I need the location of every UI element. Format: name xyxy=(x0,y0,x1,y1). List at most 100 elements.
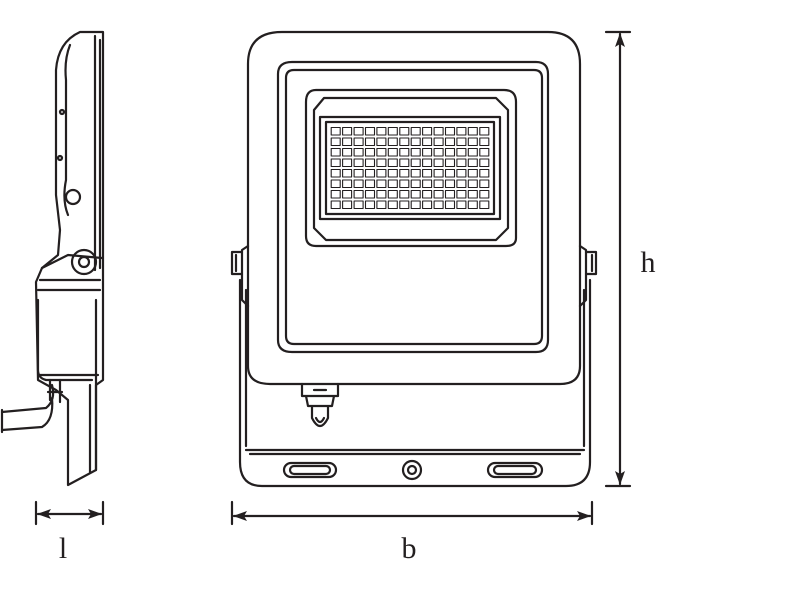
led-chip xyxy=(353,137,364,147)
side-mount-plate xyxy=(88,298,98,474)
led-chip xyxy=(330,158,341,168)
mounting-hole-center xyxy=(401,459,423,481)
led-chip xyxy=(387,147,398,157)
led-chip xyxy=(479,168,490,178)
led-chip xyxy=(479,126,490,136)
led-grid xyxy=(330,126,490,210)
led-chip xyxy=(433,158,444,168)
dimension-l xyxy=(34,500,105,526)
led-chip xyxy=(456,168,467,178)
led-chip xyxy=(422,200,433,210)
led-chip xyxy=(387,158,398,168)
led-chip xyxy=(410,137,421,147)
left-bracket-knob xyxy=(230,250,244,276)
led-chip xyxy=(433,147,444,157)
led-chip xyxy=(422,147,433,157)
led-chip xyxy=(353,126,364,136)
mounting-bracket-inner xyxy=(244,288,586,452)
led-chip xyxy=(364,168,376,178)
led-chip xyxy=(479,158,490,168)
led-chip xyxy=(342,158,353,168)
led-chip xyxy=(342,126,353,136)
led-chip xyxy=(410,200,421,210)
led-chip xyxy=(376,147,387,157)
led-panel-border xyxy=(318,115,502,221)
led-chip xyxy=(342,189,353,199)
led-chip xyxy=(433,126,444,136)
mounting-bracket xyxy=(238,278,592,488)
led-chip xyxy=(410,158,421,168)
dimension-h xyxy=(604,30,632,488)
led-chip xyxy=(387,179,398,189)
side-bracket-arm xyxy=(36,253,104,377)
led-chip xyxy=(342,137,353,147)
led-chip xyxy=(353,189,364,199)
led-chip xyxy=(456,189,467,199)
led-chip xyxy=(353,179,364,189)
led-chip xyxy=(456,179,467,189)
led-chip xyxy=(479,179,490,189)
led-chip xyxy=(399,189,410,199)
led-chip xyxy=(467,147,478,157)
led-chip xyxy=(330,126,341,136)
led-module-bevel xyxy=(312,96,510,242)
led-chip xyxy=(456,137,467,147)
front-inner-frame xyxy=(276,60,550,354)
led-chip xyxy=(444,137,456,147)
dimension-label-l: l xyxy=(59,532,67,565)
dimension-b xyxy=(230,500,594,526)
led-chip xyxy=(353,147,364,157)
led-chip xyxy=(399,126,410,136)
led-chip xyxy=(410,189,421,199)
led-chip xyxy=(422,126,433,136)
front-inner-frame-2 xyxy=(284,68,544,346)
led-chip xyxy=(376,137,387,147)
led-chip xyxy=(444,189,456,199)
cable-gland xyxy=(300,382,340,428)
led-chip xyxy=(467,179,478,189)
led-chip xyxy=(364,126,376,136)
side-rib-dot xyxy=(58,108,66,116)
led-chip xyxy=(353,158,364,168)
led-chip xyxy=(479,200,490,210)
led-chip xyxy=(376,179,387,189)
led-chip xyxy=(467,168,478,178)
led-chip xyxy=(399,147,410,157)
led-chip xyxy=(342,179,353,189)
led-module-outline xyxy=(304,88,518,248)
cable-gland-detail xyxy=(312,388,328,424)
side-back-contour xyxy=(63,43,72,217)
led-chip xyxy=(376,158,387,168)
led-chip xyxy=(387,200,398,210)
led-chip xyxy=(364,147,376,157)
front-outer-frame xyxy=(246,30,582,386)
led-chip xyxy=(479,147,490,157)
side-housing-outline xyxy=(34,30,105,487)
led-chip xyxy=(399,137,410,147)
led-chip xyxy=(353,168,364,178)
led-chip xyxy=(399,168,410,178)
side-gland xyxy=(46,378,64,404)
mounting-slot-right xyxy=(486,461,544,479)
led-chip xyxy=(410,168,421,178)
led-chip xyxy=(330,179,341,189)
side-hinge-knob xyxy=(64,188,82,206)
led-chip xyxy=(342,168,353,178)
led-chip xyxy=(467,200,478,210)
side-pivot-screw-inner xyxy=(77,255,91,269)
mounting-slot-left-inner xyxy=(288,464,332,476)
side-cable xyxy=(0,383,55,432)
side-front-glass xyxy=(93,34,102,272)
led-chip xyxy=(456,158,467,168)
led-chip xyxy=(410,126,421,136)
led-chip xyxy=(330,147,341,157)
led-chip xyxy=(467,126,478,136)
led-chip xyxy=(330,200,341,210)
led-chip xyxy=(410,179,421,189)
led-chip xyxy=(444,147,456,157)
mounting-slot-left xyxy=(282,461,338,479)
led-chip xyxy=(364,200,376,210)
led-chip xyxy=(364,137,376,147)
led-chip xyxy=(399,179,410,189)
